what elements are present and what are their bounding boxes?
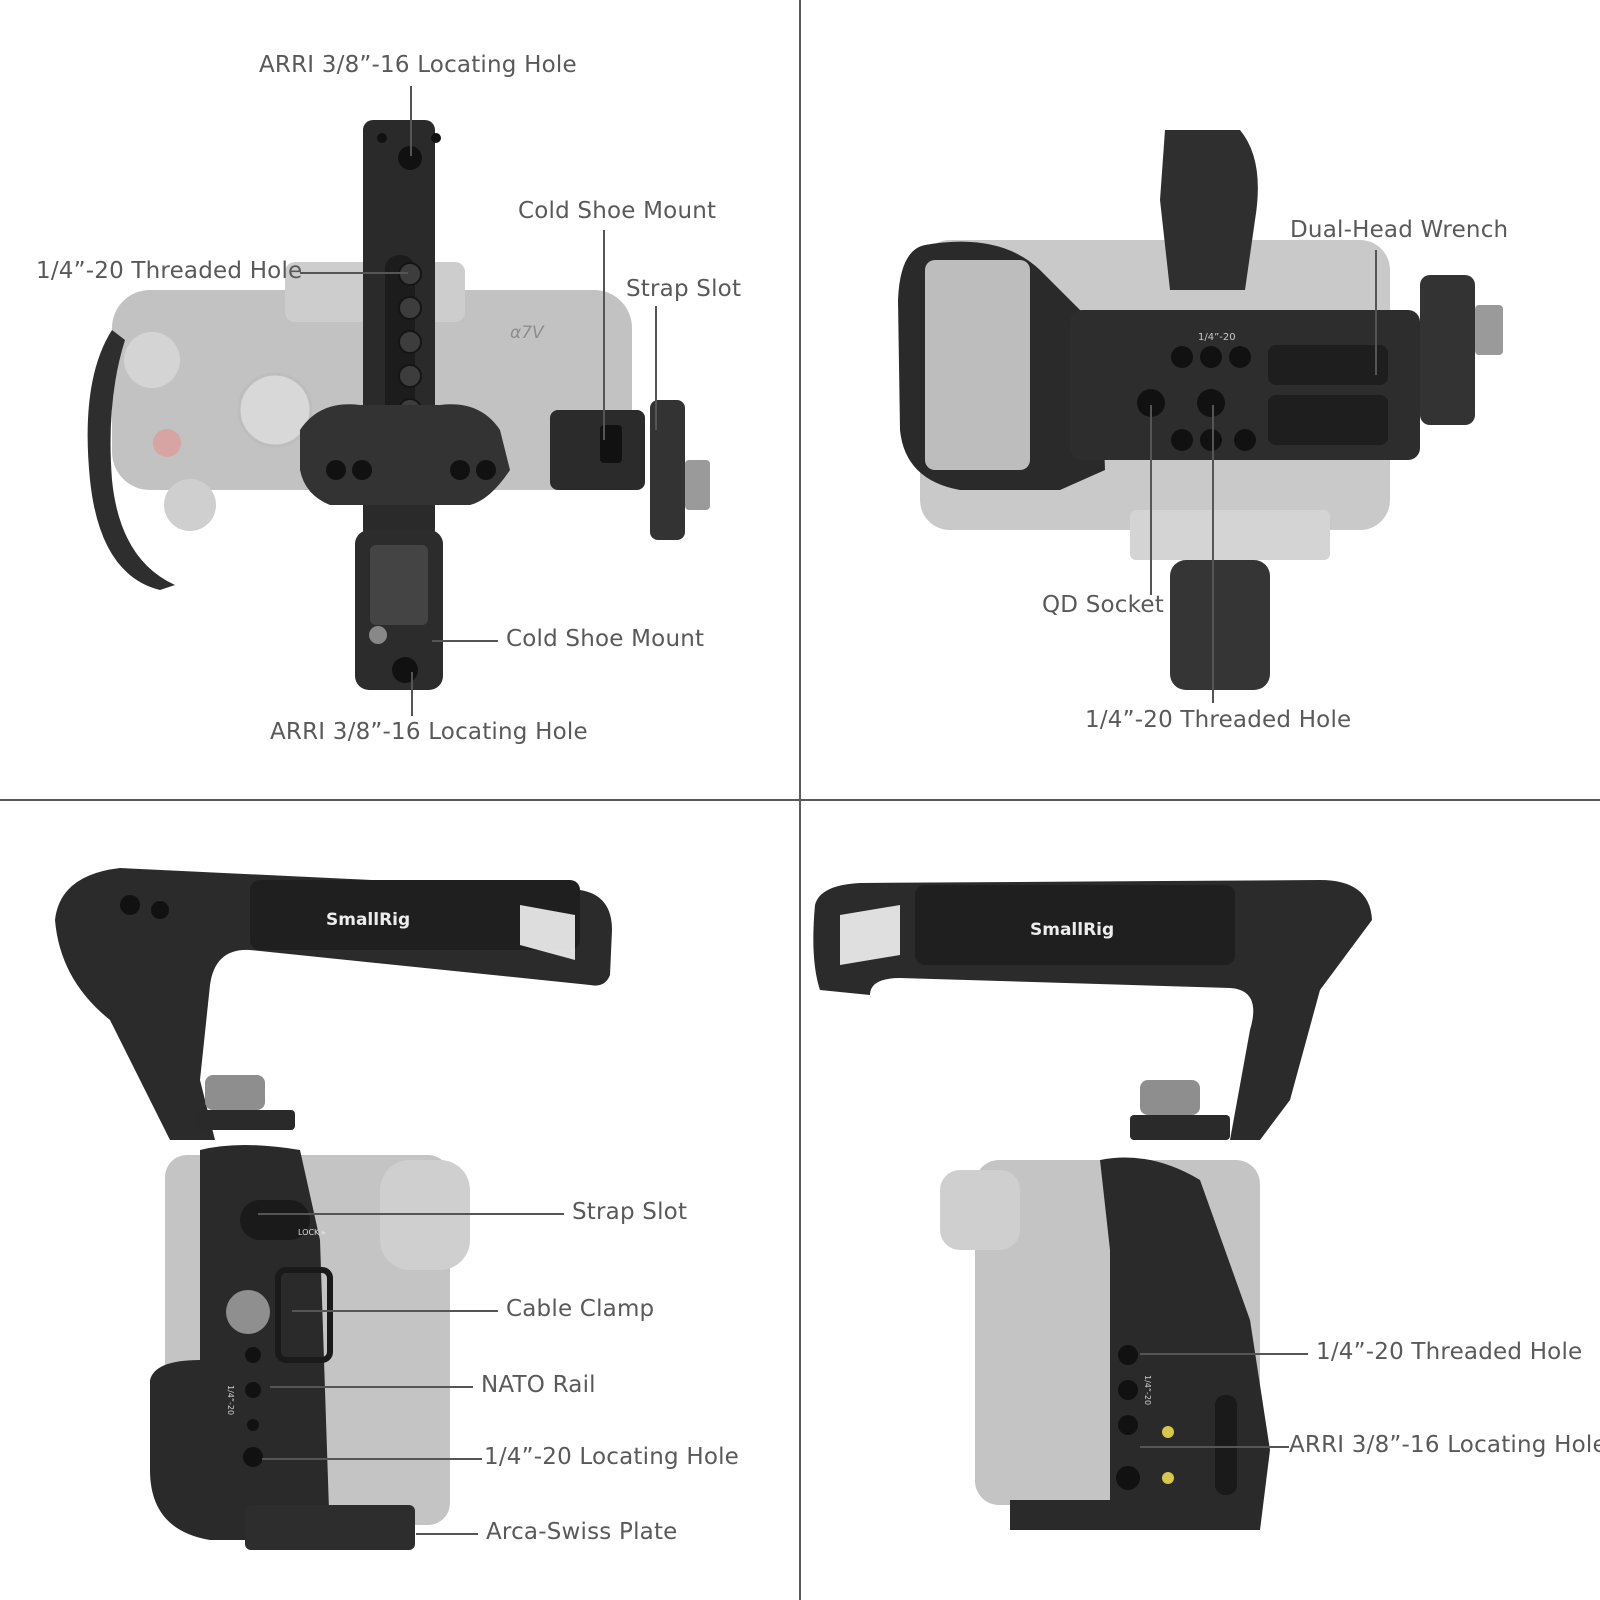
label-dual-head-wrench: Dual-Head Wrench (1290, 217, 1509, 243)
leader-threaded-hole-br (1140, 1353, 1308, 1355)
side-marking: 1/4”-20 (226, 1385, 235, 1415)
label-cold-shoe-bottom: Cold Shoe Mount (506, 626, 705, 652)
bottom-grip (1170, 560, 1270, 690)
label-arri-top: ARRI 3/8”-16 Locating Hole (259, 52, 577, 78)
side-cage-frame (150, 1145, 330, 1540)
camera-marking: α7V (510, 323, 545, 343)
brand-logo: SmallRig (1030, 920, 1114, 940)
top-handle-end (1160, 130, 1258, 290)
leader-strap-slot-top (655, 306, 657, 430)
cage-side-view-left-illustration: SmallRig LOCK ▸ 1/4”-20 (55, 868, 612, 1550)
plate-marking: 1/4”-20 (1198, 332, 1236, 343)
leader-arri-hole-br (1140, 1446, 1289, 1448)
dual-head-wrench (1420, 275, 1475, 425)
brand-logo: SmallRig (326, 910, 410, 930)
leader-threaded-hole-top (300, 272, 408, 274)
arca-plate (245, 1505, 415, 1550)
handle-clamp-wings (300, 404, 510, 505)
arri-hole-top-mark (398, 146, 422, 170)
shoe-knob (205, 1075, 265, 1110)
label-qd-socket: QD Socket (1042, 592, 1164, 618)
label-nato-rail: NATO Rail (481, 1372, 596, 1398)
mode-dial-ghost (237, 372, 313, 448)
leader-arri-top (410, 86, 412, 156)
label-cable-clamp: Cable Clamp (506, 1296, 655, 1322)
label-threaded-hole-top: 1/4”-20 Threaded Hole (36, 258, 303, 284)
horizontal-divider (0, 799, 1600, 801)
label-locating-hole: 1/4”-20 Locating Hole (484, 1444, 740, 1470)
leader-threaded-hole-tr (1212, 405, 1214, 703)
cable-clamp-knob (226, 1290, 270, 1334)
leader-cold-shoe-bottom (432, 640, 498, 642)
plate-holes (1137, 346, 1256, 451)
side-marking: 1/4”-20 (1143, 1375, 1152, 1405)
label-strap-slot-top: Strap Slot (626, 276, 742, 302)
record-button-ghost (153, 429, 181, 457)
label-arri-hole-br: ARRI 3/8”-16 Locating Hole (1289, 1432, 1600, 1458)
leader-cold-shoe-top (603, 230, 605, 440)
left-cage-frame (87, 330, 175, 590)
lock-marking: LOCK ▸ (298, 1228, 326, 1237)
leader-locating-hole (262, 1458, 482, 1460)
label-cold-shoe-top: Cold Shoe Mount (518, 198, 717, 224)
leader-arri-bottom (411, 672, 413, 716)
label-threaded-hole-tr: 1/4”-20 Threaded Hole (1085, 707, 1352, 733)
shoe-knob (1140, 1080, 1200, 1115)
label-arri-bottom: ARRI 3/8”-16 Locating Hole (270, 719, 588, 745)
leader-arca-plate (416, 1533, 478, 1535)
camera-dial-ghost (124, 332, 180, 388)
label-threaded-hole-br: 1/4”-20 Threaded Hole (1316, 1339, 1583, 1365)
side-holes (243, 1347, 263, 1467)
leader-cable-clamp (292, 1310, 498, 1312)
leader-strap-slot-bl (258, 1213, 564, 1215)
leader-qd-socket (1150, 405, 1152, 595)
leader-dual-head-wrench (1375, 250, 1377, 375)
side-holes (1116, 1345, 1140, 1490)
side-cage-frame (1010, 1157, 1270, 1530)
leader-nato-rail (270, 1386, 473, 1388)
knurled-knob (685, 460, 710, 510)
label-strap-slot-bl: Strap Slot (572, 1199, 688, 1225)
cage-top-view-illustration: α7V (87, 120, 710, 690)
cage-bottom-view-illustration: 1/4”-20 (898, 130, 1503, 690)
power-switch-ghost (164, 479, 216, 531)
label-arca-plate: Arca-Swiss Plate (486, 1519, 678, 1545)
